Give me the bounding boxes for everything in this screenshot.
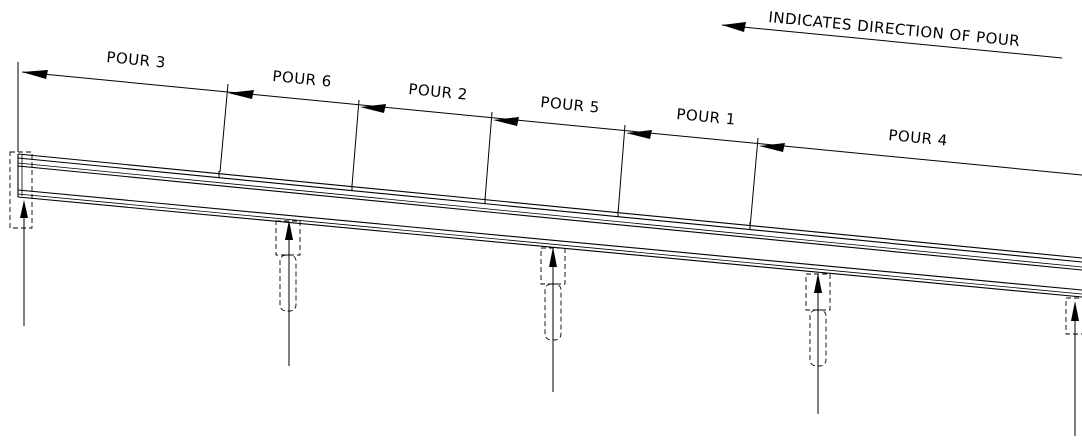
pour-dimension-baseline bbox=[21, 71, 1082, 176]
left-abutment-support bbox=[9, 151, 33, 326]
direction-arrowhead bbox=[722, 22, 746, 32]
pour-2-arrowhead bbox=[360, 104, 386, 113]
pour-4-arrowhead bbox=[759, 143, 785, 152]
pier-support bbox=[540, 247, 566, 392]
extension-line-5-1 bbox=[617, 124, 626, 215]
pour-label: POUR 3 bbox=[106, 48, 167, 72]
pier-support bbox=[805, 273, 831, 414]
pour-5-arrowhead bbox=[493, 117, 519, 126]
pour-label: POUR 1 bbox=[676, 105, 737, 129]
pour-6-arrowhead bbox=[228, 90, 254, 99]
pour-label: POUR 6 bbox=[272, 67, 333, 91]
extension-line-3-6 bbox=[219, 83, 229, 173]
pour-label: POUR 5 bbox=[540, 93, 601, 117]
pier-support bbox=[275, 220, 301, 366]
extension-line-1-4 bbox=[749, 137, 759, 229]
direction-legend: INDICATES DIRECTION OF POUR bbox=[721, 8, 1063, 59]
direction-arrow bbox=[721, 24, 1063, 59]
bridge-girder bbox=[17, 153, 1082, 298]
pour-label: POUR 4 bbox=[888, 126, 949, 150]
pour-label: POUR 2 bbox=[408, 80, 469, 104]
pour-3-arrowhead bbox=[22, 70, 48, 79]
direction-legend-text: INDICATES DIRECTION OF POUR bbox=[768, 8, 1021, 50]
extension-line-6-2 bbox=[351, 99, 360, 187]
pour-1-arrowhead bbox=[626, 130, 652, 139]
extension-line-2-5 bbox=[484, 111, 493, 201]
right-support bbox=[1065, 297, 1082, 436]
pour-dimension-lines bbox=[17, 62, 1082, 229]
pour-labels: POUR 3 POUR 6 POUR 2 POUR 5 POUR 1 POUR … bbox=[106, 48, 949, 150]
